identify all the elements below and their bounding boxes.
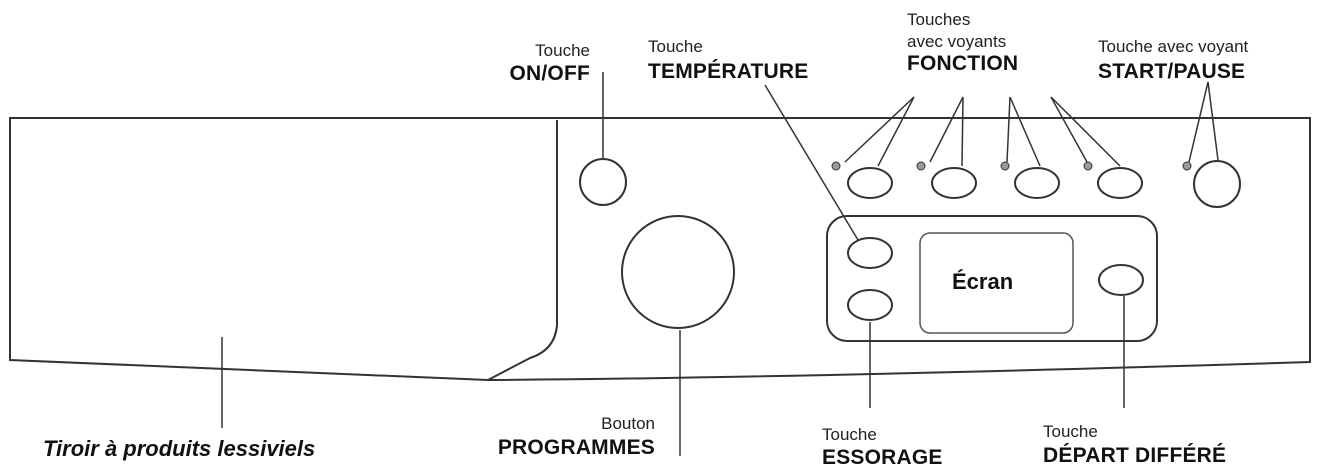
start-pause-button[interactable]	[1193, 160, 1241, 208]
leader-fonction-4a	[1050, 96, 1088, 163]
function-button-3[interactable]	[1014, 167, 1060, 199]
essorage-label-name: ESSORAGE	[822, 446, 943, 469]
leader-lines	[221, 72, 1219, 456]
start-label-prefix: Touche avec voyant	[1098, 37, 1249, 56]
onoff-button[interactable]	[579, 158, 627, 206]
fonction-label-line1: Touches	[907, 10, 971, 29]
function-button-4[interactable]	[1097, 167, 1143, 199]
screen-label: Écran	[952, 269, 1014, 294]
depart-label-name: DÉPART DIFFÉRÉ	[1043, 444, 1227, 467]
leader-temperature	[764, 84, 859, 241]
display-screen	[919, 232, 1074, 334]
leader-fonction-3a	[1006, 96, 1011, 163]
programme-knob[interactable]	[621, 215, 735, 329]
spin-button[interactable]	[847, 289, 893, 321]
fonction-label-line2: avec voyants	[907, 32, 1007, 51]
leader-fonction-1b	[877, 96, 915, 167]
leader-start-b	[1207, 81, 1219, 161]
programmes-label-prefix: Bouton	[601, 414, 655, 433]
function-indicator-1	[831, 161, 841, 171]
fonction-label-name: FONCTION	[907, 52, 1019, 75]
function-button-2[interactable]	[931, 167, 977, 199]
start-indicator	[1182, 161, 1192, 171]
leader-fonction-3b	[1009, 96, 1041, 167]
function-indicator-3	[1000, 161, 1010, 171]
leader-fonction-1a	[844, 96, 915, 163]
temperature-label-prefix: Touche	[648, 37, 703, 56]
depart-label-prefix: Touche	[1043, 422, 1098, 441]
essorage-label-prefix: Touche	[822, 425, 877, 444]
function-button-1[interactable]	[847, 167, 893, 199]
onoff-label-prefix: Touche	[535, 41, 590, 60]
leader-fonction-2b	[961, 96, 964, 167]
programmes-label-name: PROGRAMMES	[497, 436, 655, 459]
leader-start-a	[1188, 81, 1209, 163]
drawer-divider	[487, 120, 558, 381]
leader-fonction-4b	[1050, 96, 1121, 167]
function-indicator-4	[1083, 161, 1093, 171]
leader-fonction-2a	[929, 96, 964, 163]
delay-start-button[interactable]	[1098, 264, 1144, 296]
start-label-name: START/PAUSE	[1098, 60, 1246, 83]
drawer-label: Tiroir à produits lessiviels	[43, 436, 316, 461]
temperature-label-name: TEMPÉRATURE	[648, 60, 809, 83]
temperature-button[interactable]	[847, 237, 893, 269]
onoff-label-name: ON/OFF	[509, 62, 590, 85]
function-indicator-2	[916, 161, 926, 171]
